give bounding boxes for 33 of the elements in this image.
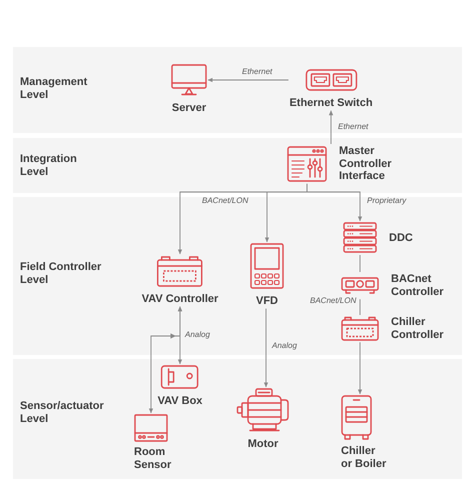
device-label: Chiller Controller [391, 316, 445, 342]
edge-label: Analog [271, 342, 298, 351]
device-label: BACnet Controller [391, 273, 445, 298]
level-label: Integration Level [20, 153, 78, 178]
edge-label: BACnet/LON [201, 197, 250, 206]
device-label: Chiller or Boiler [341, 445, 388, 470]
connector-arrow [328, 110, 334, 144]
device-label: Room Sensor [134, 446, 172, 472]
device-label: Server [172, 102, 206, 115]
connector-arrow [306, 183, 362, 222]
device-label: Master Controller Interface [339, 145, 393, 183]
edge-label: BACnet/LON [309, 297, 358, 306]
level-label: Sensor/actuator Level [20, 400, 105, 426]
device-label: Ethernet Switch [289, 97, 373, 110]
connector-arrow [358, 342, 362, 394]
device-label: DDC [389, 232, 413, 244]
edge-label: Analog [184, 331, 211, 340]
device-label: VAV Box [158, 395, 202, 408]
device-label: VFD [256, 295, 278, 308]
level-label: Field Controller Level [20, 261, 102, 286]
connector-arrow [208, 78, 289, 82]
level-band [13, 197, 462, 355]
device-label: VAV Controller [142, 293, 218, 306]
edge-label: Ethernet [241, 68, 274, 77]
edge-label: Ethernet [337, 123, 370, 132]
device-label: Motor [248, 438, 278, 451]
connector-arrow [148, 306, 182, 414]
level-band [13, 138, 462, 193]
level-band [13, 359, 462, 479]
connector-arrow [264, 308, 268, 388]
level-band [13, 47, 462, 133]
edge-label: Proprietary [366, 197, 408, 206]
level-label: Management Level [20, 76, 88, 102]
